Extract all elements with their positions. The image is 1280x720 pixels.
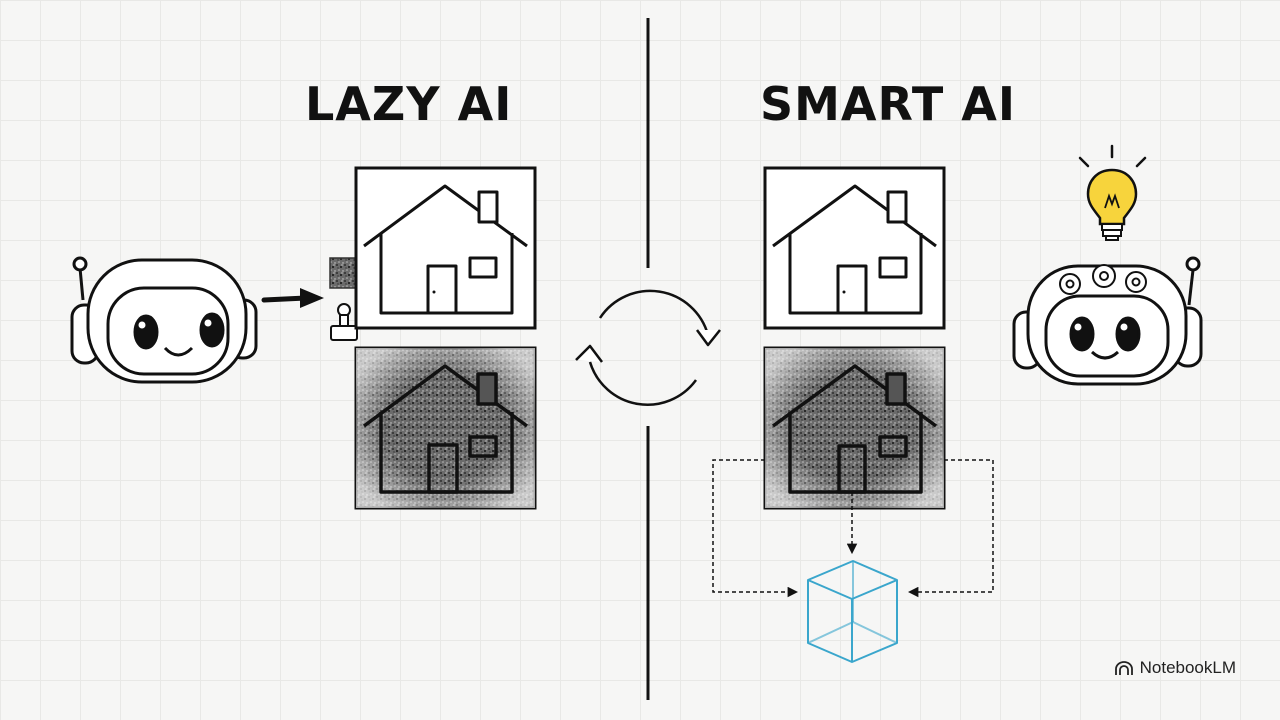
notebooklm-logo-icon: [1114, 661, 1133, 675]
arrow-right-icon: [261, 288, 324, 308]
lazy-robot-icon: [70, 256, 258, 384]
lazy-ai-title: LAZY AI: [305, 77, 513, 131]
smart-clean-house-image: [763, 166, 946, 330]
lazy-clean-house-image: [354, 166, 537, 330]
notebooklm-branding: NotebookLM: [1114, 656, 1236, 680]
dashed-connectors: [712, 459, 994, 598]
lazy-noisy-house-image: [354, 346, 537, 510]
smart-robot-icon: [1012, 256, 1203, 386]
lightbulb-icon: [1078, 144, 1147, 241]
notebooklm-label: NotebookLM: [1139, 658, 1236, 677]
cycle-arrows-icon: [575, 289, 721, 406]
cube-icon: [807, 560, 898, 663]
smart-noisy-house-image: [763, 346, 946, 510]
smart-ai-title: SMART AI: [760, 77, 1016, 131]
